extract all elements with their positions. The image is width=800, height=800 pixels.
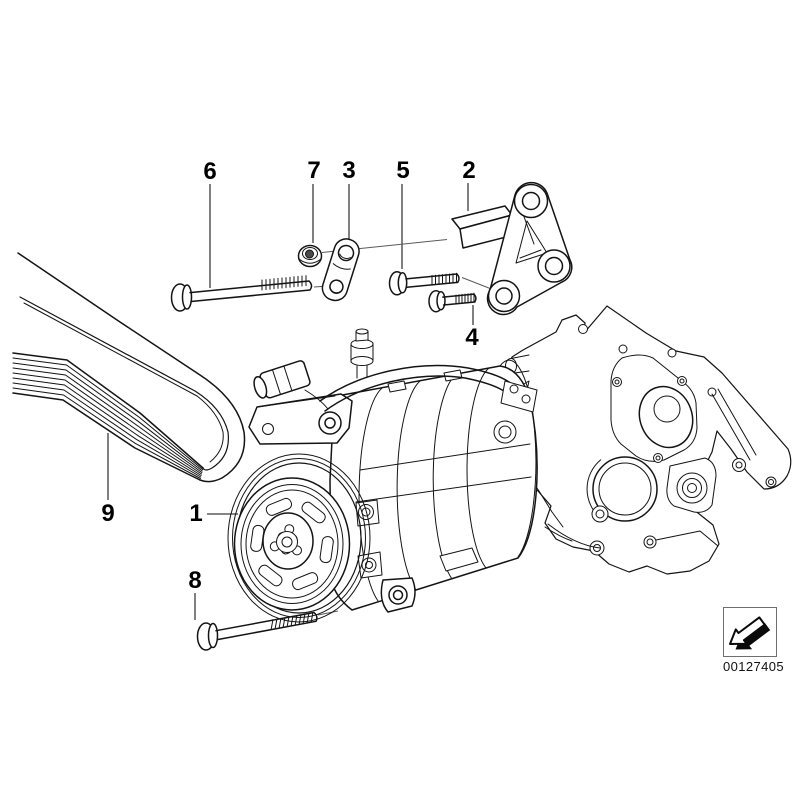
bolt-8-drawing — [196, 611, 318, 651]
link-plate-3-drawing — [321, 238, 360, 302]
ribbed-belt-drawing — [12, 252, 246, 483]
bolt-6-drawing — [170, 275, 313, 312]
callout-4[interactable]: 4 — [465, 324, 479, 351]
compressor-1-drawing — [227, 328, 538, 623]
callout-2[interactable]: 2 — [462, 157, 476, 184]
callout-8[interactable]: 8 — [188, 567, 202, 594]
callout-5[interactable]: 5 — [396, 157, 410, 184]
bolt-4-drawing — [428, 289, 477, 313]
callout-9[interactable]: 9 — [101, 500, 115, 527]
stamp-box — [723, 607, 777, 657]
timing-cover-drawing — [504, 305, 792, 575]
legend-stamp: 00127405 — [723, 607, 785, 674]
bracket-2-drawing — [451, 181, 573, 316]
stamp-number: 00127405 — [723, 659, 785, 674]
callout-1[interactable]: 1 — [189, 500, 203, 527]
callout-6[interactable]: 6 — [203, 158, 217, 185]
clutch-spoke-slots — [250, 497, 334, 591]
nut-7-drawing — [297, 244, 323, 268]
direction-arrow-icon — [729, 616, 771, 650]
leader-lines — [107, 183, 474, 620]
callout-7[interactable]: 7 — [307, 157, 321, 184]
bolt-5-drawing — [388, 271, 460, 296]
callout-3[interactable]: 3 — [342, 157, 356, 184]
